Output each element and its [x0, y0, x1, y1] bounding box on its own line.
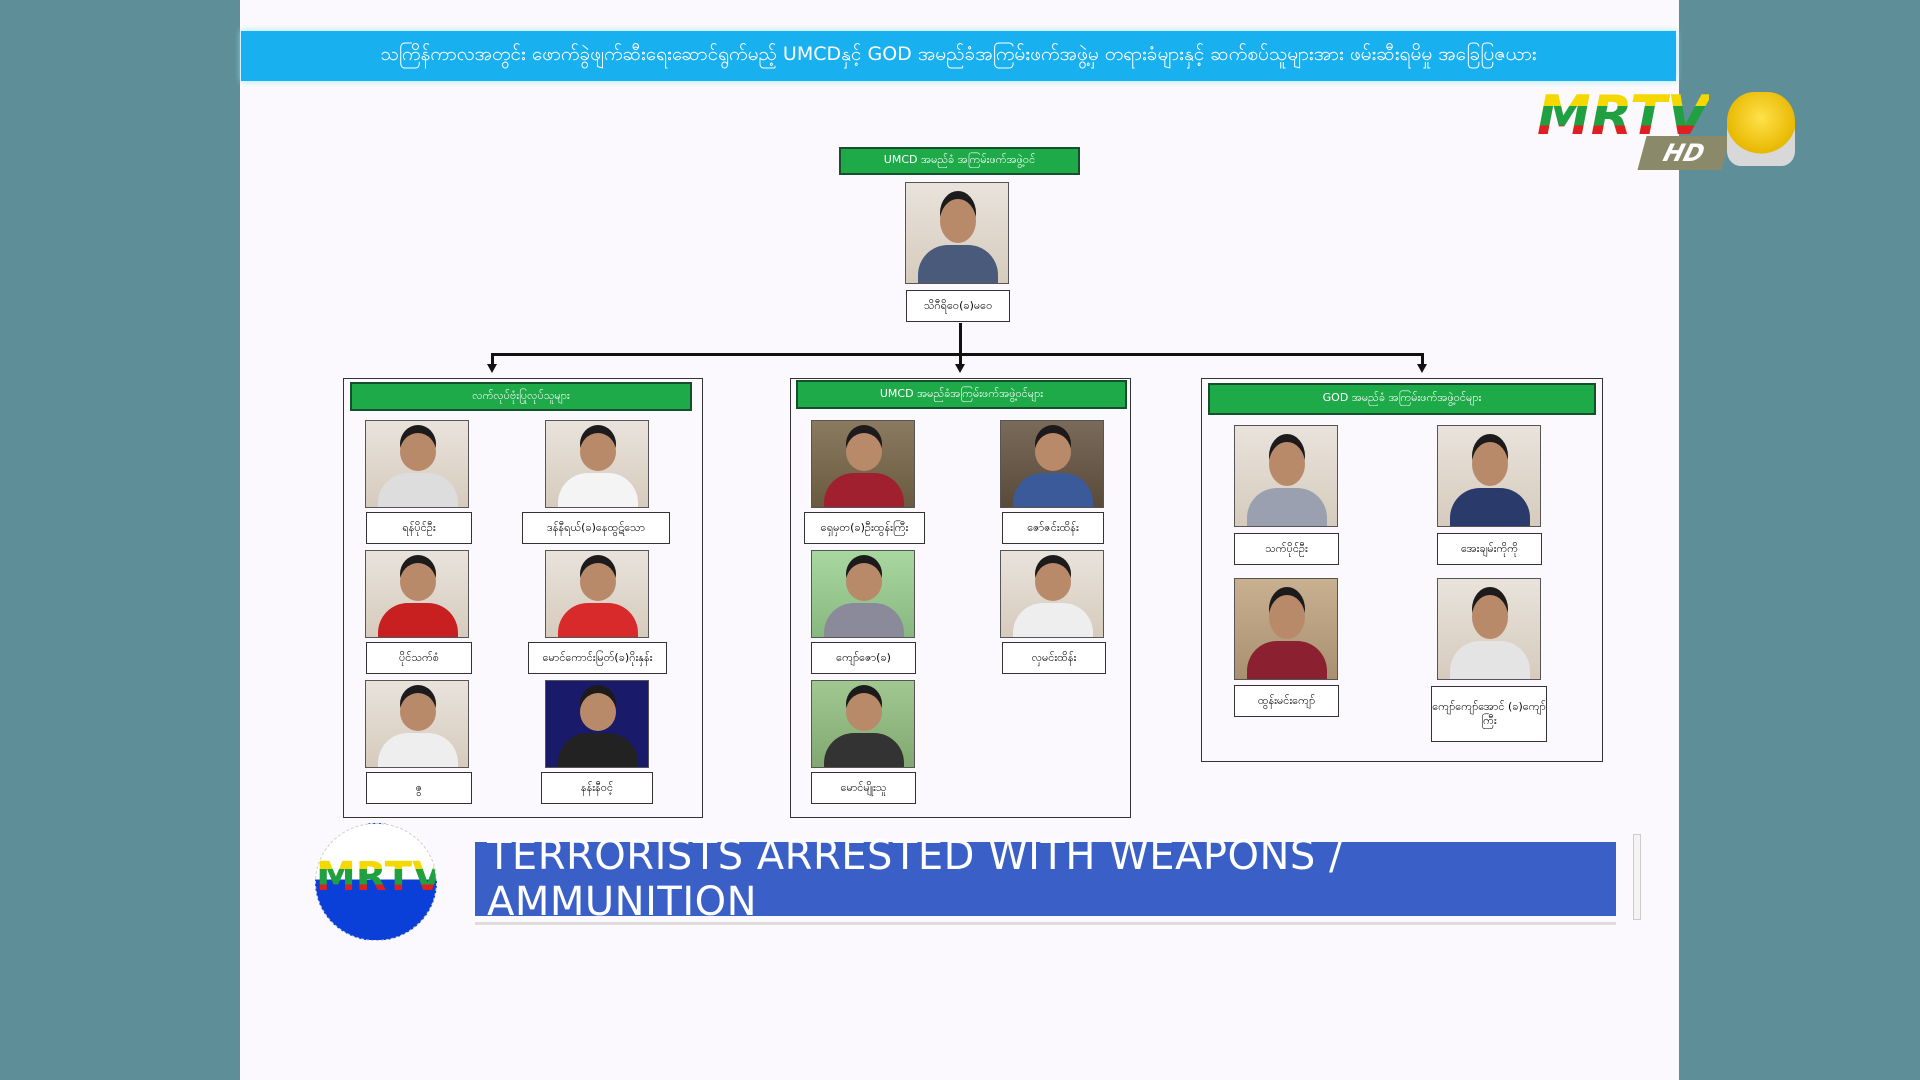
mrtv-logo-text: MRTV [1537, 84, 1709, 147]
member-photo [811, 680, 915, 768]
crown-icon [1727, 92, 1795, 166]
mrtv-round-logo: MRTV [315, 823, 437, 941]
connector [492, 353, 1423, 356]
slide-header: သကြိန်ကာလအတွင်း ဖောက်ခွဲဖျက်ဆီးရေးဆောင်ရ… [241, 31, 1676, 81]
member-photo [1437, 578, 1541, 680]
member-photo [365, 680, 469, 768]
member-name: ဇွ [366, 772, 472, 804]
member-name: အေးချမ်းကိုကို [1437, 533, 1542, 565]
member-name: မောင်မျိုးသူ [811, 772, 916, 804]
member-photo [545, 680, 649, 768]
member-photo [811, 550, 915, 638]
ticker-underline [475, 922, 1616, 925]
member-name: ကျော်ကျော်အောင် (ခ)ကျော်ကြီး [1431, 686, 1547, 742]
member-photo [811, 420, 915, 508]
group-label: UMCD အမည်ခံအကြမ်းဖက်အဖွဲ့ဝင်များ [796, 380, 1127, 409]
member-name: မောင်ကောင်းမြတ်(ခ)ဂိုးနှန်း [528, 642, 667, 674]
member-photo [545, 550, 649, 638]
member-name: နန်းနီဝင့် [541, 772, 653, 804]
member-name: ပိုင်သက်စံ [366, 642, 472, 674]
member-photo [545, 420, 649, 508]
member-name: ဇော်ဇင်းထိန်း [1002, 512, 1104, 544]
hd-badge: HD [1637, 136, 1731, 170]
arrow-icon [955, 364, 965, 373]
member-name: လှမင်းထိန်း [1002, 642, 1106, 674]
member-name: ကျော်ဇော(ခ) [811, 642, 916, 674]
mrtv-round-logo-text: MRTV [316, 854, 437, 900]
member-name: ဒန်နီရယ်(ခ)နေထွဋ်သော [522, 512, 670, 544]
group-label: လက်လုပ်ဗုံးပြုလုပ်သူများ [350, 382, 692, 411]
arrow-icon [1417, 364, 1427, 373]
connector [491, 353, 494, 365]
mrtv-hd-logo: MRTV HD [1537, 86, 1795, 172]
photo-top [905, 182, 1009, 284]
connector [1421, 353, 1424, 365]
member-name: သက်ပိုင်ဦး [1234, 533, 1339, 565]
member-photo [365, 420, 469, 508]
group-label: GOD အမည်ခံ အကြမ်းဖက်အဖွဲ့ဝင်များ [1208, 383, 1596, 415]
group-umcd-members [790, 378, 1131, 818]
connector [959, 353, 962, 365]
member-name: ထွန်းမင်းကျော် [1234, 685, 1339, 717]
connector [959, 323, 962, 355]
news-ticker: TERRORISTS ARRESTED WITH WEAPONS / AMMUN… [475, 833, 1616, 925]
member-photo [365, 550, 469, 638]
group-bomb-makers [343, 378, 703, 818]
top-node-label: UMCD အမည်ခံ အကြမ်းဖက်အဖွဲ့ဝင် [839, 147, 1080, 175]
member-photo [1437, 425, 1541, 527]
member-photo [1234, 425, 1338, 527]
arrow-icon [487, 364, 497, 373]
member-photo [1000, 420, 1104, 508]
member-name: ရန်ပိုင်ဦး [366, 512, 472, 544]
group-god-members [1201, 378, 1603, 762]
member-photo [1000, 550, 1104, 638]
top-node-name: သိဂီရိဝေ(ခ)မဝေ [906, 290, 1010, 322]
ticker-end-cap [1633, 834, 1641, 920]
member-name: ရှေမှတ(ခ)ဦးထွန်းကြီး [804, 512, 925, 544]
member-photo [1234, 578, 1338, 680]
